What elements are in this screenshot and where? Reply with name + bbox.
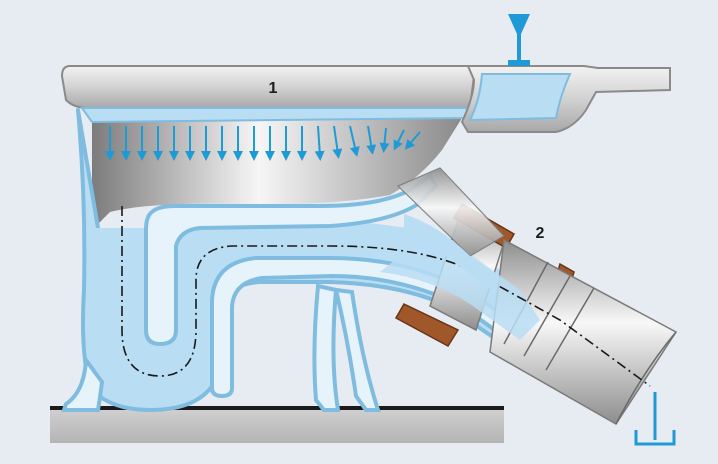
front-leg [61,354,105,412]
floor-line [50,406,504,410]
connector-label: 2 [536,225,545,242]
outlet-neck [396,167,505,257]
trap-wall [144,174,438,346]
flush-arrows [105,125,421,161]
drain-symbol-icon [634,392,676,446]
outlet-neck-water [404,214,500,292]
flow-centerline [121,206,651,387]
bowl-label: 1 [269,80,278,97]
flush-channel [468,73,572,122]
connector-water [380,232,540,340]
funnel-icon [508,14,530,66]
floor [50,409,504,443]
rear-support-left [312,283,341,412]
rear-support-right [333,287,381,412]
seal-bottom [394,303,460,347]
